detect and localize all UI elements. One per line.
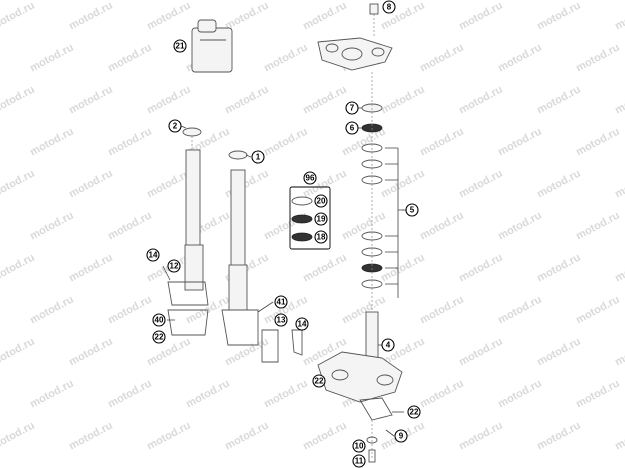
callout-41: 41: [274, 295, 288, 309]
svg-text:96: 96: [306, 174, 315, 183]
svg-text:7: 7: [350, 104, 355, 113]
svg-text:14: 14: [298, 320, 307, 329]
left-fork-leg: [167, 127, 209, 336]
bracket-14-part: [291, 329, 303, 356]
callout-4: 4: [381, 338, 395, 352]
leader-lines: [162, 107, 406, 437]
callout-9: 9: [394, 429, 408, 443]
callout-40: 40: [152, 313, 166, 327]
svg-text:1: 1: [256, 153, 261, 162]
steering-bearing-stack: [361, 72, 404, 310]
callout-5: 5: [405, 203, 419, 217]
svg-text:22: 22: [410, 408, 419, 417]
callout-20: 20: [314, 194, 328, 208]
svg-text:6: 6: [350, 124, 355, 133]
top-clamp-part: [317, 3, 393, 71]
svg-text:5: 5: [410, 206, 415, 215]
svg-text:10: 10: [355, 442, 364, 451]
callout-19: 19: [314, 212, 328, 226]
callout-10: 10: [352, 439, 366, 453]
svg-text:11: 11: [355, 457, 364, 466]
svg-text:4: 4: [386, 341, 391, 350]
svg-text:13: 13: [277, 316, 286, 325]
reservoir-part: [191, 19, 233, 73]
svg-text:40: 40: [155, 316, 164, 325]
callout-8: 8: [382, 0, 396, 14]
callout-7: 7: [345, 101, 359, 115]
svg-text:18: 18: [317, 233, 326, 242]
callout-96: 96: [303, 171, 317, 185]
callout-13: 13: [274, 313, 288, 327]
callout-14-right: 14: [295, 317, 309, 331]
svg-text:9: 9: [399, 432, 404, 441]
svg-text:22: 22: [315, 377, 324, 386]
svg-text:21: 21: [176, 42, 185, 51]
svg-text:19: 19: [317, 215, 326, 224]
svg-text:8: 8: [387, 3, 392, 12]
callout-22-right: 22: [407, 405, 421, 419]
callout-22-left: 22: [152, 330, 166, 344]
callout-1: 1: [251, 150, 265, 164]
right-fork-leg: [221, 150, 279, 363]
callout-22-stem: 22: [312, 374, 326, 388]
svg-text:41: 41: [277, 298, 286, 307]
steering-stem-part: [317, 311, 403, 463]
svg-text:20: 20: [317, 197, 326, 206]
callout-6: 6: [345, 121, 359, 135]
svg-text:14: 14: [149, 251, 158, 260]
callout-18: 18: [314, 230, 328, 244]
callout-14-left: 14: [146, 248, 160, 262]
callout-21: 21: [173, 39, 187, 53]
callout-12: 12: [167, 259, 181, 273]
svg-text:12: 12: [170, 262, 179, 271]
callout-2: 2: [168, 119, 182, 133]
svg-text:2: 2: [173, 122, 178, 131]
bearing-kit-box: [289, 186, 331, 250]
callout-11: 11: [352, 454, 366, 468]
svg-text:22: 22: [155, 333, 164, 342]
